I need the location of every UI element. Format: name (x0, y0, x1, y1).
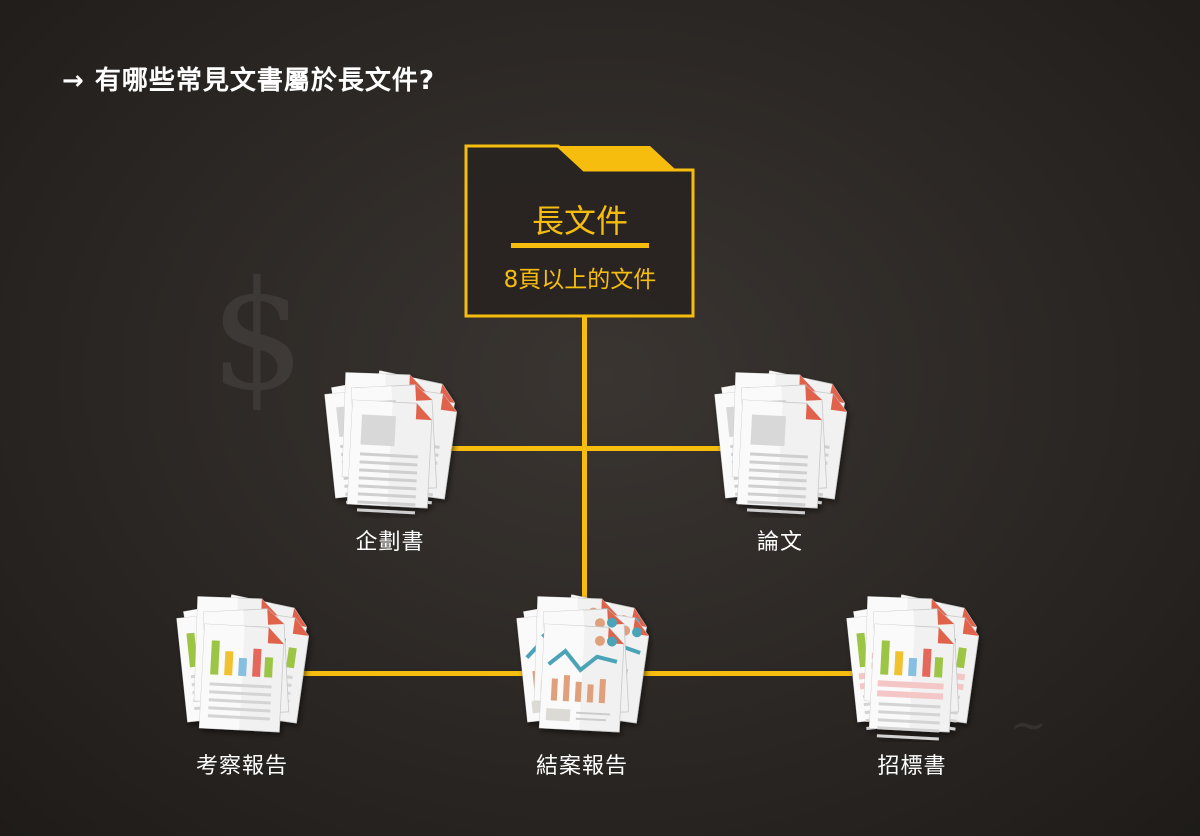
root-folder: 長文件 8頁以上的文件 (464, 144, 696, 318)
chalk-decoration: ~ (1010, 700, 1047, 751)
text-document-stack-icon (714, 370, 848, 515)
node-proposal: 企劃書 (305, 368, 475, 556)
text-document-stack-icon (324, 370, 458, 515)
bar-chart-document-stack-icon (846, 594, 980, 741)
node-tender: 招標書 (827, 592, 997, 780)
line-chart-document-stack-icon (516, 594, 650, 733)
node-label: 考察報告 (195, 754, 288, 779)
connector-vertical (582, 316, 587, 676)
node-label: 結案報告 (535, 754, 628, 779)
node-final-report: 結案報告 (497, 592, 667, 780)
root-subtitle: 8頁以上的文件 (503, 267, 657, 293)
node-label: 招標書 (877, 754, 947, 779)
folder-icon (464, 144, 695, 318)
node-label: 論文 (756, 530, 803, 555)
connector-upper (452, 446, 722, 451)
root-divider (511, 243, 649, 248)
node-label: 企劃書 (355, 530, 425, 555)
node-inspection-report: 考察報告 (157, 592, 327, 780)
bar-chart-document-stack-icon (176, 594, 310, 733)
node-thesis: 論文 (695, 368, 865, 556)
page-title: → 有哪些常見文書屬於長文件? (62, 66, 435, 96)
root-title: 長文件 (531, 202, 628, 240)
chalk-dollar-decoration: $ (210, 250, 306, 424)
